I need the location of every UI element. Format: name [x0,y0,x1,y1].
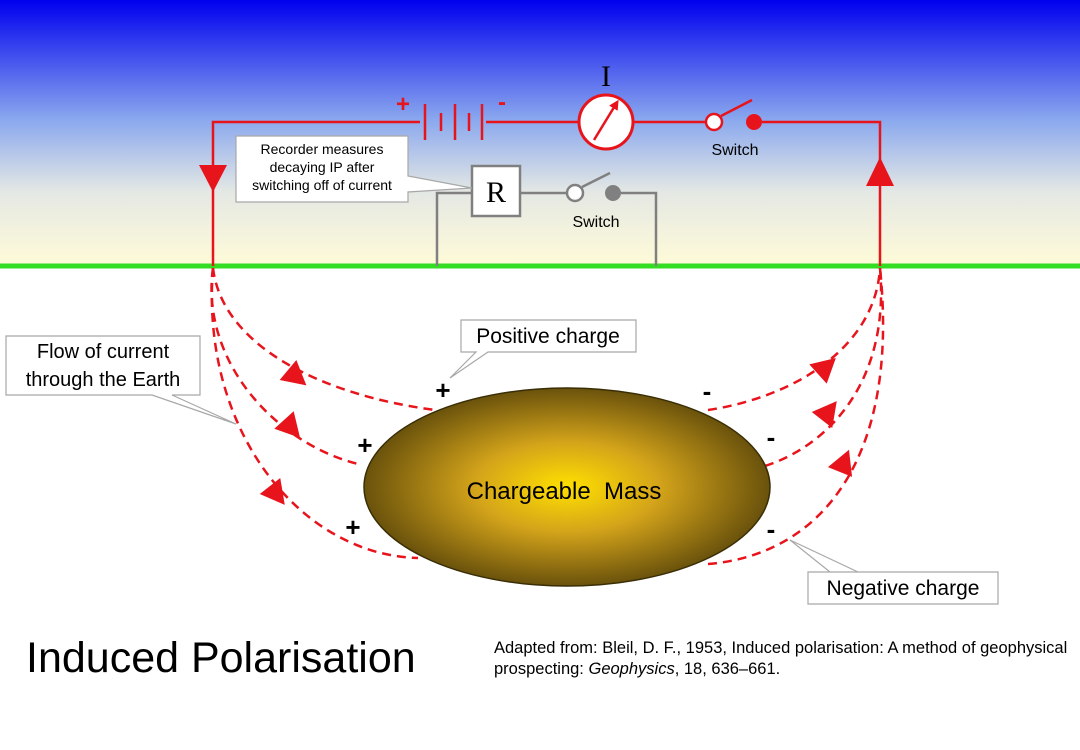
recorder-symbol-label: R [486,176,506,209]
sky-background [0,0,1080,266]
mass-label: Chargeable Mass [467,478,662,505]
positive-charge-label: Positive charge [476,325,620,348]
circuit-wire-right [762,120,882,266]
switch-top-label: Switch [711,142,758,159]
plus-sign-1: + [435,375,450,405]
positive-charge-callout: Positive charge [449,319,637,379]
recorder-box [470,164,522,218]
recorder-circuit [435,191,658,266]
flow-line-left-outer [210,267,419,560]
minus-sign-2: - [767,422,776,452]
citation-journal: Geophysics [588,660,675,678]
flow-arrow-6-icon [827,449,853,477]
battery-icon [423,104,484,140]
flow-arrow-3-icon [259,477,285,505]
circuit-wire-left [211,120,420,266]
flow-callout: Flow of current through the Earth [5,335,237,425]
flow-arrows [259,357,853,505]
flow-line-left-inner [211,267,436,412]
flow-note-line-2: through the Earth [26,369,181,391]
recorder-note-line-2: decaying IP after [270,159,375,175]
minus-sign-1: - [703,376,712,406]
recorder-callout: Recorder measures decaying IP after swit… [235,135,473,203]
negative-charge-label: Negative charge [827,577,980,600]
battery-plus-label: + [396,91,410,118]
current-circuit [211,120,882,266]
flow-line-right-middle [764,267,883,468]
current-down-arrow-icon [199,165,227,192]
recorder-note-line-3: switching off of current [252,177,392,193]
flow-note-line-1: Flow of current [37,341,170,363]
battery-minus-label: - [498,89,506,116]
flow-arrow-5-icon [811,401,837,429]
plus-sign-3: + [345,512,360,542]
diagram-title: Induced Polarisation [26,634,416,682]
current-symbol-label: I [601,60,611,93]
current-switch-icon [704,98,762,132]
ammeter-icon [577,93,635,151]
current-up-arrow-icon [866,157,894,186]
minus-sign-3: - [767,514,776,544]
citation-suffix: , 18, 636–661. [674,660,781,678]
flow-arrow-1-icon [279,360,307,386]
flow-line-right-inner [707,267,882,412]
switch-recorder-label: Switch [572,214,619,231]
chargeable-mass [363,387,771,587]
recorder-switch-icon [565,171,621,203]
citation-prefix: Adapted from: Bleil, D. F., 1953, Induce… [494,639,1068,678]
flow-arrow-4-icon [809,357,836,384]
flow-line-left-middle [210,267,363,467]
flow-arrow-2-icon [274,411,301,438]
citation: Adapted from: Bleil, D. F., 1953, Induce… [494,638,1069,680]
negative-charge-callout: Negative charge [789,539,999,605]
plus-sign-2: + [357,430,372,460]
recorder-note-line-1: Recorder measures [261,141,384,157]
